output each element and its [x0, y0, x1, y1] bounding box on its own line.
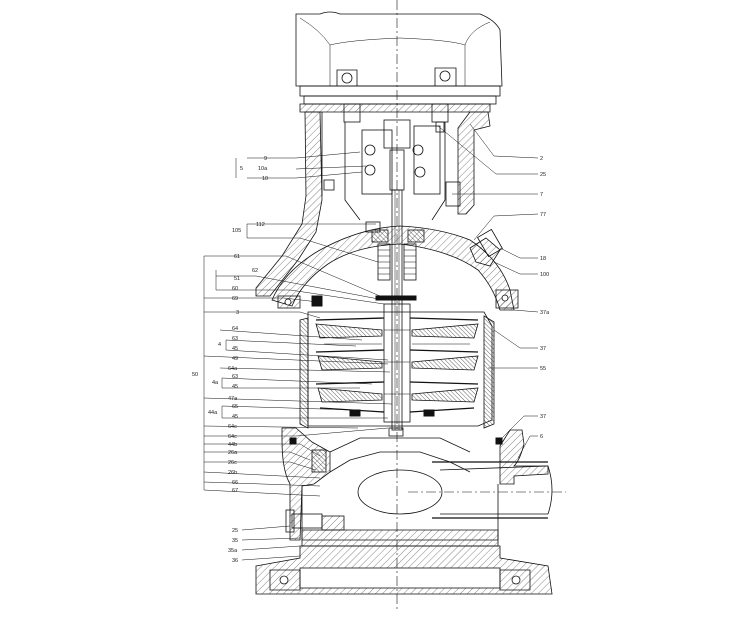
- label-6: 6: [540, 434, 543, 440]
- label-44a: 44a: [208, 410, 218, 416]
- label-65: 65: [232, 404, 238, 410]
- label-51: 51: [234, 276, 240, 282]
- label-18: 18: [540, 256, 546, 262]
- label-55: 55: [540, 366, 546, 372]
- stage-2: [315, 349, 479, 371]
- label-112: 112: [256, 222, 265, 228]
- stage-1: [315, 317, 479, 345]
- label-7: 7: [540, 192, 543, 198]
- label-25-top: 25: [540, 172, 546, 178]
- label-62: 62: [252, 268, 258, 274]
- base-plate: [255, 545, 553, 595]
- label-64: 64: [232, 326, 238, 332]
- motor-flange: [299, 85, 501, 123]
- label-44b: 44b: [228, 442, 237, 448]
- label-4: 4: [218, 342, 221, 348]
- lantern-adapter: [255, 111, 491, 297]
- label-60: 60: [232, 286, 238, 292]
- pump-head: [271, 225, 519, 311]
- label-69: 69: [232, 296, 238, 302]
- label-10: 10: [262, 176, 268, 182]
- label-26a: 26a: [228, 450, 238, 456]
- label-26b: 26b: [228, 470, 237, 476]
- label-45-b: 45: [232, 384, 238, 390]
- label-77: 77: [540, 212, 546, 218]
- label-61: 61: [234, 254, 240, 260]
- label-67: 67: [232, 488, 238, 494]
- label-50: 50: [192, 372, 198, 378]
- label-100: 100: [540, 272, 549, 278]
- label-10a: 10a: [258, 166, 268, 172]
- label-37-upper: 37: [540, 346, 546, 352]
- label-63-b: 63: [232, 374, 238, 380]
- label-5: 5: [240, 166, 243, 172]
- label-37-lower: 37: [540, 414, 546, 420]
- label-4a: 4a: [212, 380, 219, 386]
- label-63-a: 63: [232, 336, 238, 342]
- leader-lines-right: [437, 123, 539, 459]
- label-47a: 47a: [228, 396, 238, 402]
- label-36: 36: [232, 558, 238, 564]
- label-26c: 26c: [228, 460, 237, 466]
- label-45-c: 45: [232, 414, 238, 420]
- label-25-bottom: 25: [232, 528, 238, 534]
- label-45-a: 45: [232, 346, 238, 352]
- part-labels: 9 5 10a 10 2 25 7 112 105 77 18 100 61 5…: [192, 156, 550, 564]
- label-105: 105: [232, 228, 241, 234]
- label-49: 49: [232, 356, 238, 362]
- label-35a: 35a: [228, 548, 238, 554]
- motor-housing: [295, 11, 503, 87]
- label-37a: 37a: [540, 310, 550, 316]
- label-64a: 64a: [228, 366, 238, 372]
- label-64c-b: 64c: [228, 434, 237, 440]
- label-3: 3: [236, 310, 239, 316]
- label-66: 66: [232, 480, 238, 486]
- leader-lines-left: [203, 151, 393, 561]
- label-64c-a: 64c: [228, 424, 237, 430]
- label-9: 9: [264, 156, 267, 162]
- center-lines: [396, 0, 566, 610]
- pump-base: [281, 427, 553, 547]
- label-35: 35: [232, 538, 238, 544]
- label-2: 2: [540, 156, 543, 162]
